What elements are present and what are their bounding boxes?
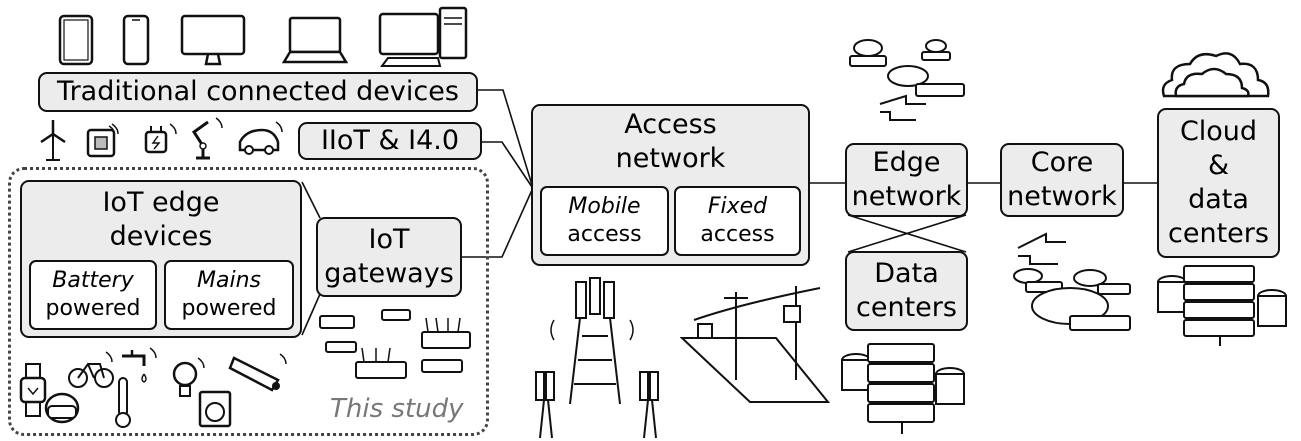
laptop-icon: [282, 16, 348, 66]
edge-iotedge-gateways-top: [301, 181, 321, 219]
node-traditional-label: Traditional connected devices: [57, 76, 459, 107]
robot-arm-icon: [186, 114, 228, 160]
power-plug-icon: [140, 118, 180, 160]
node-core-network: Core network: [1000, 143, 1124, 217]
desktop-computer-icon: [378, 6, 470, 68]
node-cloud-line1: Cloud: [1179, 116, 1258, 147]
node-fixed-line2: access: [700, 222, 775, 247]
node-iot-edge-line2: devices: [109, 221, 213, 252]
faucet-icon: [118, 346, 158, 386]
node-core-line1: Core: [1030, 147, 1094, 178]
server-rack-icon: [838, 340, 968, 436]
core-switch-icon: [1008, 226, 1138, 336]
node-data-centers: Data centers: [845, 251, 968, 331]
network-switch-icon: [846, 34, 972, 126]
smartphone-icon: [122, 14, 150, 66]
node-iiot: IIoT & I4.0: [298, 122, 482, 160]
node-battery-powered: Battery powered: [29, 260, 157, 330]
node-edge-line2: network: [851, 181, 962, 212]
node-access-line1: Access: [624, 109, 717, 140]
washing-machine-icon: [196, 388, 238, 430]
wind-turbine-icon: [36, 118, 70, 162]
chip-icon: [82, 120, 122, 160]
node-mains-line2: powered: [181, 296, 277, 321]
node-iot-gateways: IoT gateways: [316, 217, 462, 297]
node-mains-line1: Mains: [197, 268, 261, 293]
edge-iotedge-gateways-bottom: [301, 293, 321, 336]
utility-pole-icon: [680, 284, 830, 434]
node-cloud-data-centers: Cloud & data centers: [1157, 108, 1280, 258]
thermometer-icon: [110, 376, 136, 432]
node-cloud-line4: centers: [1168, 218, 1269, 249]
camera-icon: [226, 350, 292, 394]
node-access-network: Access network Mobile access Fixed acces…: [531, 104, 810, 266]
edge-edge-datacenters-cross-2: [847, 214, 967, 253]
node-gateways-line1: IoT: [368, 224, 410, 255]
router-icon: [318, 302, 478, 384]
node-edge-line1: Edge: [872, 147, 941, 178]
node-gateways-line2: gateways: [324, 258, 454, 289]
node-edge-network: Edge network: [845, 143, 968, 217]
node-battery-line1: Battery: [52, 268, 134, 293]
node-datacenters-line1: Data: [874, 258, 939, 289]
node-fixed-line1: Fixed: [707, 194, 768, 219]
monitor-icon: [180, 14, 246, 66]
node-iiot-label: IIoT & I4.0: [320, 125, 460, 156]
tablet-icon: [58, 14, 94, 66]
cell-tower-icon: [530, 276, 700, 440]
node-iot-edge-line1: IoT edge: [102, 187, 220, 218]
vr-headset-icon: [40, 390, 84, 428]
node-cloud-line2: &: [1207, 150, 1230, 181]
study-label: This study: [330, 394, 464, 424]
edge-traditional-access: [478, 89, 533, 186]
study-region: [8, 167, 489, 436]
edge-gateways-access: [462, 189, 533, 258]
node-fixed-access: Fixed access: [674, 186, 801, 256]
car-icon: [236, 120, 286, 158]
node-core-line2: network: [1007, 181, 1117, 212]
node-access-title: Access network: [533, 108, 808, 176]
edge-iiot-access: [482, 141, 533, 188]
node-cloud-line3: data: [1188, 184, 1249, 215]
node-traditional-devices: Traditional connected devices: [38, 72, 478, 112]
cloud-icon: [1158, 48, 1282, 104]
node-iot-edge-title: IoT edge devices: [22, 186, 300, 254]
bulb-icon: [170, 356, 210, 404]
node-mobile-access: Mobile access: [540, 186, 669, 256]
node-datacenters-line2: centers: [856, 292, 957, 323]
bicycle-icon: [66, 350, 118, 390]
smartwatch-icon: [18, 362, 48, 418]
cloud-server-rack-icon: [1154, 262, 1290, 348]
node-mains-powered: Mains powered: [164, 260, 294, 330]
node-mobile-line2: access: [567, 222, 642, 247]
node-iot-edge-devices: IoT edge devices Battery powered Mains p…: [20, 180, 302, 338]
node-mobile-line1: Mobile: [568, 194, 641, 219]
node-battery-line2: powered: [45, 296, 141, 321]
node-access-line2: network: [615, 143, 726, 174]
